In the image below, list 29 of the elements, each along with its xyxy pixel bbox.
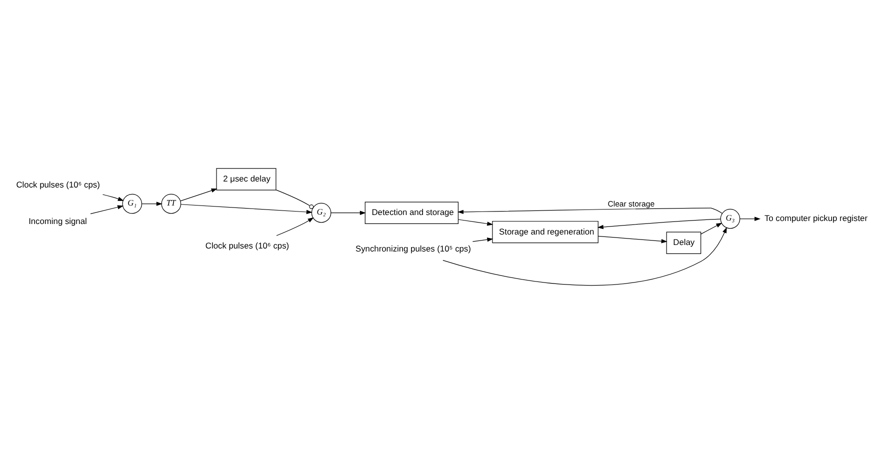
- node-text: Clock pulses (10⁶ cps): [16, 178, 100, 189]
- node-text: Clock pulses (10⁶ cps): [205, 240, 290, 250]
- node-text: Incoming signal: [28, 216, 87, 226]
- node-box: Detection and storage: [364, 201, 459, 224]
- node-circle: G₂: [311, 202, 332, 222]
- arrow: [276, 216, 314, 236]
- arrow: [598, 235, 668, 243]
- arrow: [740, 216, 761, 220]
- arrow: [457, 207, 723, 214]
- node-circle: G₁: [122, 193, 142, 214]
- node-box: Delay: [666, 231, 702, 254]
- node-circle: TT: [161, 193, 182, 214]
- node-box: Storage and regeneration: [492, 220, 598, 243]
- node-circle: G₃: [720, 208, 740, 228]
- arrow: [142, 201, 162, 206]
- node-text: To computer pickup register: [764, 212, 868, 223]
- arrow: [442, 226, 727, 286]
- node-box: 2 μsec delay: [216, 168, 276, 190]
- arrow: [90, 204, 124, 214]
- arrow: [700, 222, 722, 234]
- arrow: [180, 188, 218, 201]
- node-text: Synchronizing pulses (10⁵ cps): [356, 243, 471, 254]
- arrow: [102, 194, 124, 200]
- connector: [276, 189, 314, 208]
- arrow: [330, 210, 366, 214]
- arrow: [472, 237, 494, 242]
- arrow: [458, 218, 494, 226]
- arrow: [597, 218, 721, 229]
- arrow: [180, 204, 312, 214]
